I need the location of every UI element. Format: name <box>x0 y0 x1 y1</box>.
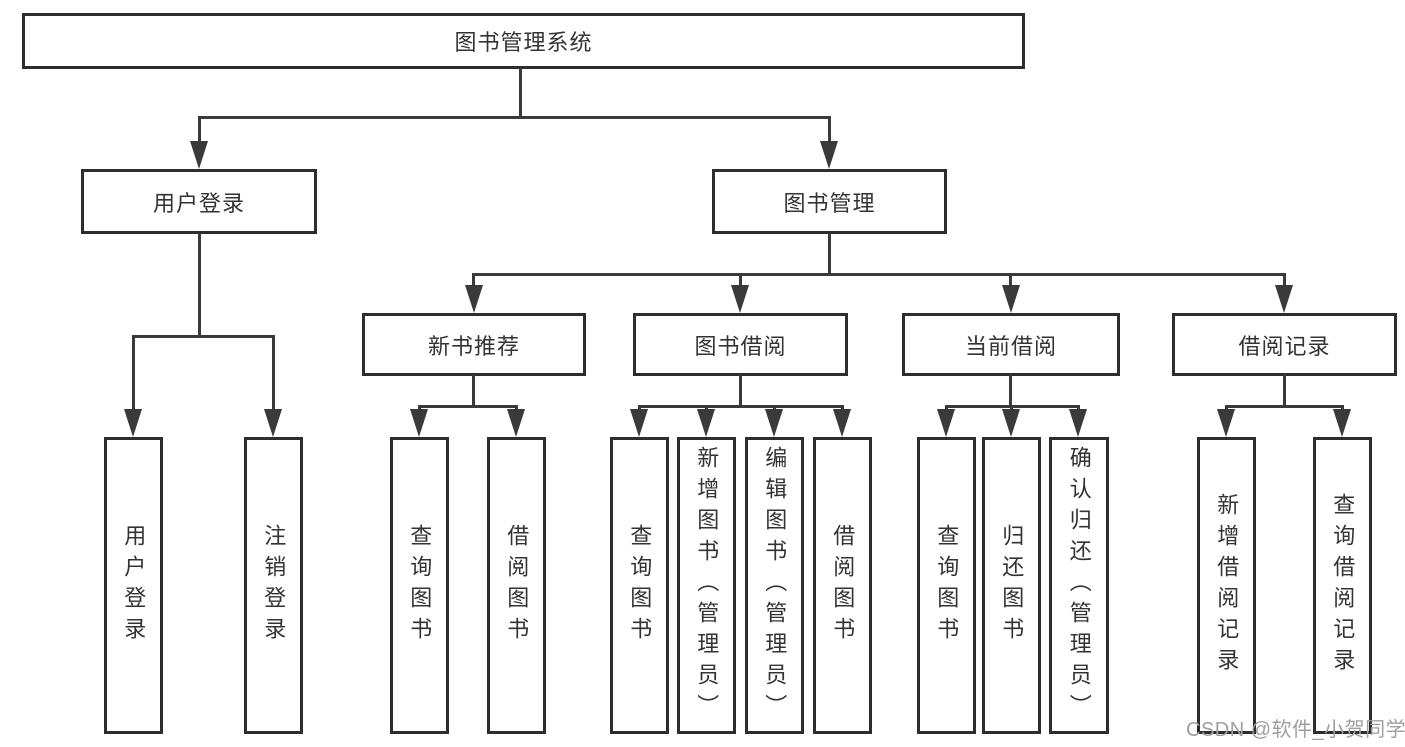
leaf-query-borrow-record: 查询借阅记录 <box>1313 437 1372 734</box>
leaf-add-borrow-record: 新增借阅记录 <box>1197 437 1256 734</box>
node-label: 借阅记录 <box>1238 333 1331 359</box>
arrowhead-leaf <box>1217 409 1235 437</box>
leaf-label: 新增图书（管理员） <box>694 446 720 725</box>
connector-current-borrowing-stem <box>1009 374 1012 407</box>
node-user-login: 用户登录 <box>81 169 317 234</box>
arrowhead-leaf-user-login <box>124 409 142 437</box>
connector-user-login-stem <box>198 234 201 337</box>
arrowhead-leaf <box>507 409 525 437</box>
connector-drop-current-borrowing <box>1009 273 1012 287</box>
leaf-query-books-current: 查询图书 <box>917 437 976 734</box>
leaf-borrow-books: 借阅图书 <box>813 437 872 734</box>
node-new-book-recommendation: 新书推荐 <box>362 313 586 376</box>
leaf-label: 用户登录 <box>121 523 147 648</box>
connector-drop-leaf-user-login <box>132 335 135 411</box>
leaf-query-books-borrow: 查询图书 <box>610 437 669 734</box>
leaf-borrow-books-recommend: 借阅图书 <box>487 437 546 734</box>
leaf-label: 查询图书 <box>934 523 960 648</box>
node-label: 当前借阅 <box>964 333 1057 359</box>
connector-book-management-stem <box>828 234 831 275</box>
arrowhead-leaf <box>937 409 955 437</box>
connector-drop-leaf-logout <box>272 335 275 411</box>
connector-level3-rail <box>472 273 1286 276</box>
arrowhead-leaf <box>1069 409 1087 437</box>
arrowhead-user-login <box>190 141 208 169</box>
arrowhead-leaf <box>1333 409 1351 437</box>
node-label: 新书推荐 <box>427 333 520 359</box>
node-label: 图书借阅 <box>694 333 787 359</box>
arrowhead-leaf <box>765 409 783 437</box>
connector-drop-borrowing-records <box>1283 273 1286 287</box>
arrowhead-leaf <box>833 409 851 437</box>
arrowhead-borrowing-records <box>1275 285 1293 313</box>
connector-user-login-rail <box>132 335 275 338</box>
node-book-borrowing: 图书借阅 <box>633 313 848 376</box>
connector-borrowing-records-rail <box>1225 405 1344 408</box>
node-label: 用户登录 <box>152 190 245 216</box>
leaf-label: 确认归还（管理员） <box>1066 446 1092 725</box>
leaf-return-books: 归还图书 <box>982 437 1041 734</box>
leaf-label: 查询借阅记录 <box>1330 492 1356 679</box>
node-library-management-system: 图书管理系统 <box>22 13 1025 69</box>
leaf-label: 归还图书 <box>999 523 1025 648</box>
connector-drop-user-login <box>198 116 201 143</box>
connector-new-book-rail <box>418 405 518 408</box>
node-label: 图书管理 <box>783 190 876 216</box>
leaf-label: 借阅图书 <box>830 523 856 648</box>
leaf-label: 编辑图书（管理员） <box>762 446 788 725</box>
connector-drop-book-management <box>828 116 831 143</box>
connector-borrowing-records-stem <box>1283 374 1286 407</box>
node-book-management: 图书管理 <box>712 169 947 234</box>
node-borrowing-records: 借阅记录 <box>1172 313 1397 376</box>
arrowhead-book-management <box>820 141 838 169</box>
arrowhead-leaf-logout <box>264 409 282 437</box>
leaf-query-books-recommend: 查询图书 <box>390 437 449 734</box>
arrowhead-leaf <box>630 409 648 437</box>
leaf-confirm-return-admin: 确认归还（管理员） <box>1049 437 1109 734</box>
connector-drop-new-book <box>472 273 475 287</box>
connector-book-borrowing-rail <box>638 405 844 408</box>
leaf-label: 查询图书 <box>627 523 653 648</box>
arrowhead-current-borrowing <box>1002 285 1020 313</box>
connector-level1-rail <box>198 116 831 119</box>
arrowhead-leaf <box>410 409 428 437</box>
leaf-user-login: 用户登录 <box>104 437 163 734</box>
csdn-watermark: CSDN @软件_小贺同学 <box>1186 719 1405 741</box>
connector-book-borrowing-stem <box>739 375 742 407</box>
leaf-logout: 注销登录 <box>244 437 303 734</box>
leaf-label: 查询图书 <box>407 523 433 648</box>
leaf-label: 借阅图书 <box>504 523 530 648</box>
connector-new-book-stem <box>472 375 475 407</box>
leaf-label: 新增借阅记录 <box>1214 492 1240 679</box>
arrowhead-book-borrowing <box>731 285 749 313</box>
connector-drop-book-borrowing <box>739 273 742 287</box>
leaf-edit-book-admin: 编辑图书（管理员） <box>745 437 804 734</box>
node-label: 图书管理系统 <box>454 30 593 55</box>
leaf-add-book-admin: 新增图书（管理员） <box>677 437 736 734</box>
connector-root-stem <box>519 68 522 118</box>
arrowhead-leaf <box>1002 409 1020 437</box>
arrowhead-new-book <box>465 285 483 313</box>
node-current-borrowing: 当前借阅 <box>902 313 1120 376</box>
leaf-label: 注销登录 <box>261 523 287 648</box>
arrowhead-leaf <box>697 409 715 437</box>
